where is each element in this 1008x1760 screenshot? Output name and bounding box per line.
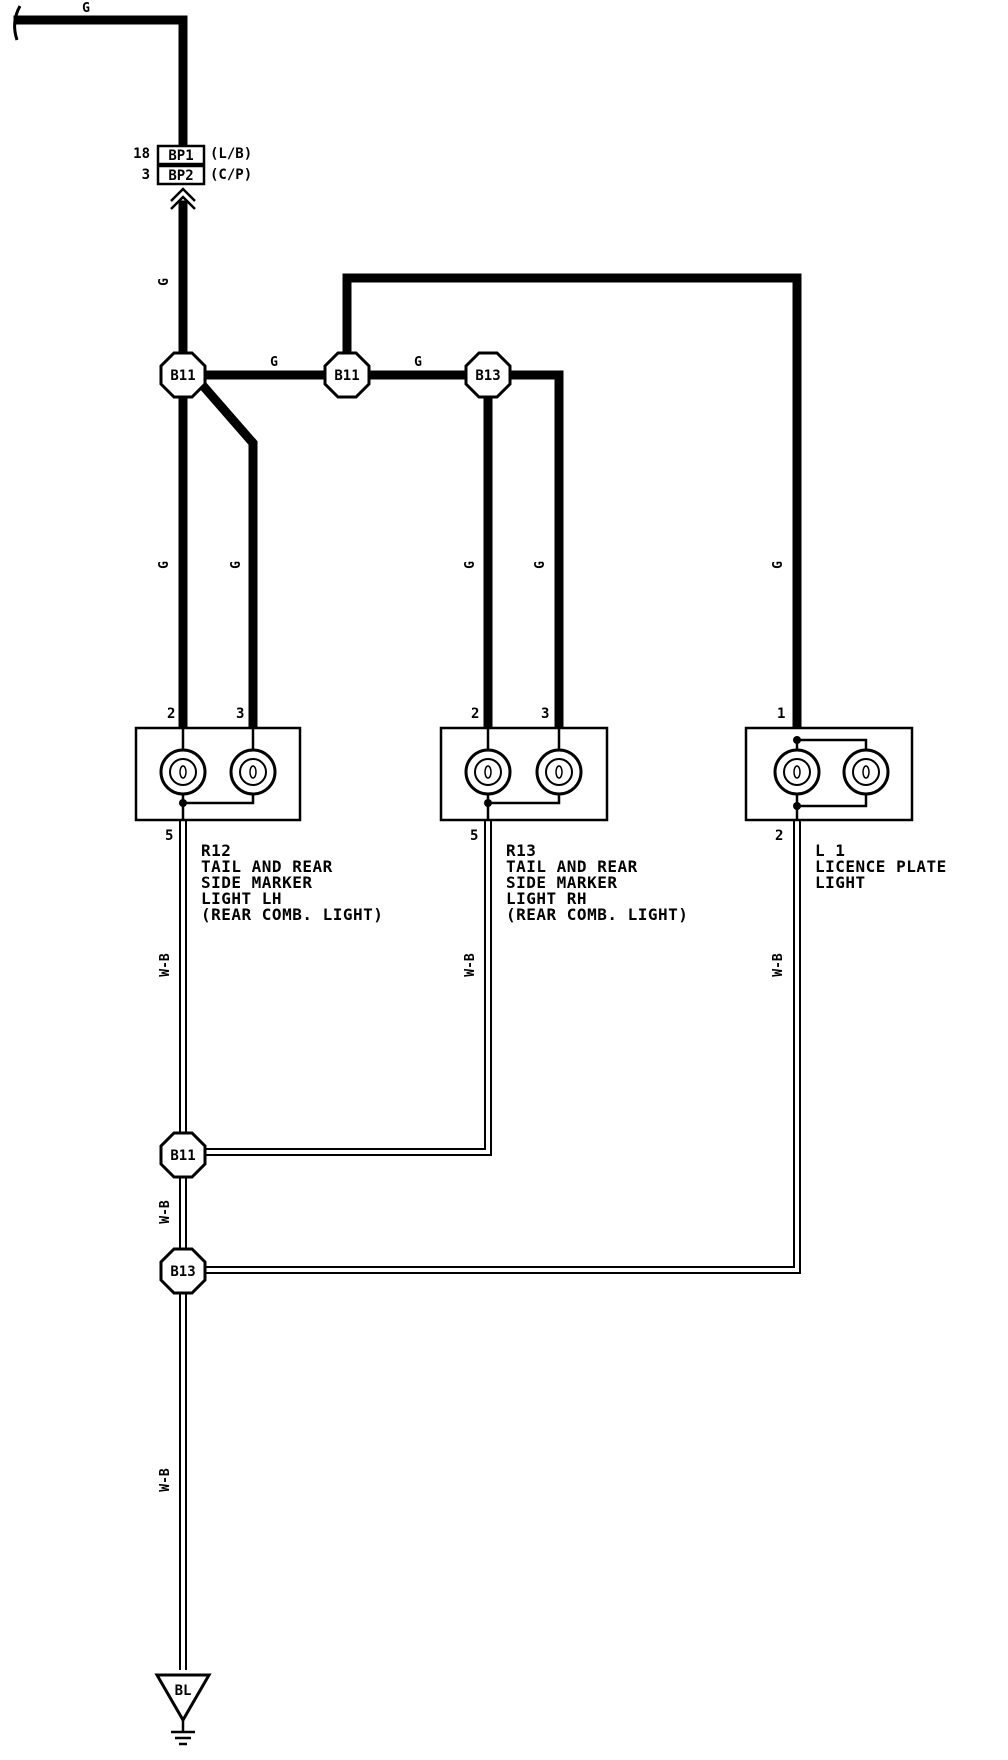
wire-label-r13-a: G xyxy=(463,561,478,569)
r12-pin-2: 2 xyxy=(167,706,175,722)
connector-chevron-icon xyxy=(170,187,196,210)
wire-g-r13-pin3 xyxy=(503,370,564,740)
ground: BL xyxy=(154,1673,212,1746)
ground-triangle-icon xyxy=(154,1673,212,1723)
wire-g-r12-pin3 xyxy=(191,373,258,740)
wire-g-loop xyxy=(342,273,802,740)
wire-label-wb-4: W-B xyxy=(158,1200,173,1224)
r12-label: R12 TAIL AND REAR SIDE MARKER LIGHT LH (… xyxy=(201,841,383,924)
svg-text:B11: B11 xyxy=(170,368,195,384)
r12-bulb-icon-2 xyxy=(229,748,277,796)
bp1-pin: 18 xyxy=(133,146,150,162)
junction-j1: B11 xyxy=(159,351,207,399)
wire-label-r12-a: G xyxy=(157,561,172,569)
bp1-note: (L/B) xyxy=(210,146,252,162)
r12-pin-3: 3 xyxy=(236,706,244,722)
wire-label-r12-b: G xyxy=(229,561,244,569)
r13-pin-5: 5 xyxy=(470,828,478,844)
component-r12: 2 3 5 R12 TAIL AND REAR SIDE MARKER LIGH… xyxy=(134,706,383,924)
svg-text:B11: B11 xyxy=(334,368,359,384)
ground-code: BL xyxy=(175,1683,192,1699)
bp2-note: (C/P) xyxy=(210,167,252,183)
bp2-code: BP2 xyxy=(168,168,193,184)
wire-labels: G G G G G G G G G W-B W-B W-B W-B W-B xyxy=(82,1,786,1492)
wire-g-top xyxy=(13,15,188,153)
wire-label-wb-3: W-B xyxy=(771,953,786,977)
junction-j5: B13 xyxy=(159,1247,207,1295)
wire-label-r13-b: G xyxy=(533,561,548,569)
l1-bulb-icon-2 xyxy=(842,748,890,796)
r13-pin-3: 3 xyxy=(541,706,549,722)
wire-label-wb-5: W-B xyxy=(158,1468,173,1492)
bp1-code: BP1 xyxy=(168,148,193,164)
junction-j4: B11 xyxy=(159,1131,207,1179)
junction-j3: B13 xyxy=(464,351,512,399)
wire-label-wb-1: W-B xyxy=(158,953,173,977)
junctions: B11 B11 B13 B11 B13 xyxy=(159,351,512,1295)
r12-bulb-icon-1 xyxy=(159,748,207,796)
svg-text:B13: B13 xyxy=(170,1264,195,1280)
r12-pin-5: 5 xyxy=(165,828,173,844)
svg-text:B13: B13 xyxy=(475,368,500,384)
r13-bulb-icon-1 xyxy=(464,748,512,796)
ground-symbol-icon xyxy=(171,1720,195,1746)
l1-pin-2: 2 xyxy=(775,828,783,844)
connector-bp: 18 BP1 (L/B) 3 BP2 (C/P) xyxy=(133,144,252,210)
l1-bulb-icon-1 xyxy=(773,748,821,796)
wire-label-wb-2: W-B xyxy=(463,953,478,977)
l1-label: L 1 LICENCE PLATE LIGHT xyxy=(815,841,957,892)
wire-continuation-mark xyxy=(13,5,22,41)
wire-label-j1-j2: G xyxy=(270,355,278,370)
g-wires xyxy=(13,15,802,740)
r13-pin-2: 2 xyxy=(471,706,479,722)
wire-label-feed: G xyxy=(157,278,172,286)
wb-wires xyxy=(179,810,801,1670)
component-l1: 1 2 L 1 LICENCE PLATE LIGHT xyxy=(744,706,957,892)
bp2-pin: 3 xyxy=(142,167,150,183)
wire-label-l1: G xyxy=(771,561,786,569)
junction-j2: B11 xyxy=(323,351,371,399)
wire-label-j2-j3: G xyxy=(414,355,422,370)
svg-text:B11: B11 xyxy=(170,1148,195,1164)
r13-bulb-icon-2 xyxy=(535,748,583,796)
r13-label: R13 TAIL AND REAR SIDE MARKER LIGHT RH (… xyxy=(506,841,688,924)
l1-pin-1: 1 xyxy=(777,706,785,722)
wire-label-top: G xyxy=(82,1,90,16)
component-r13: 2 3 5 R13 TAIL AND REAR SIDE MARKER LIGH… xyxy=(439,706,688,924)
